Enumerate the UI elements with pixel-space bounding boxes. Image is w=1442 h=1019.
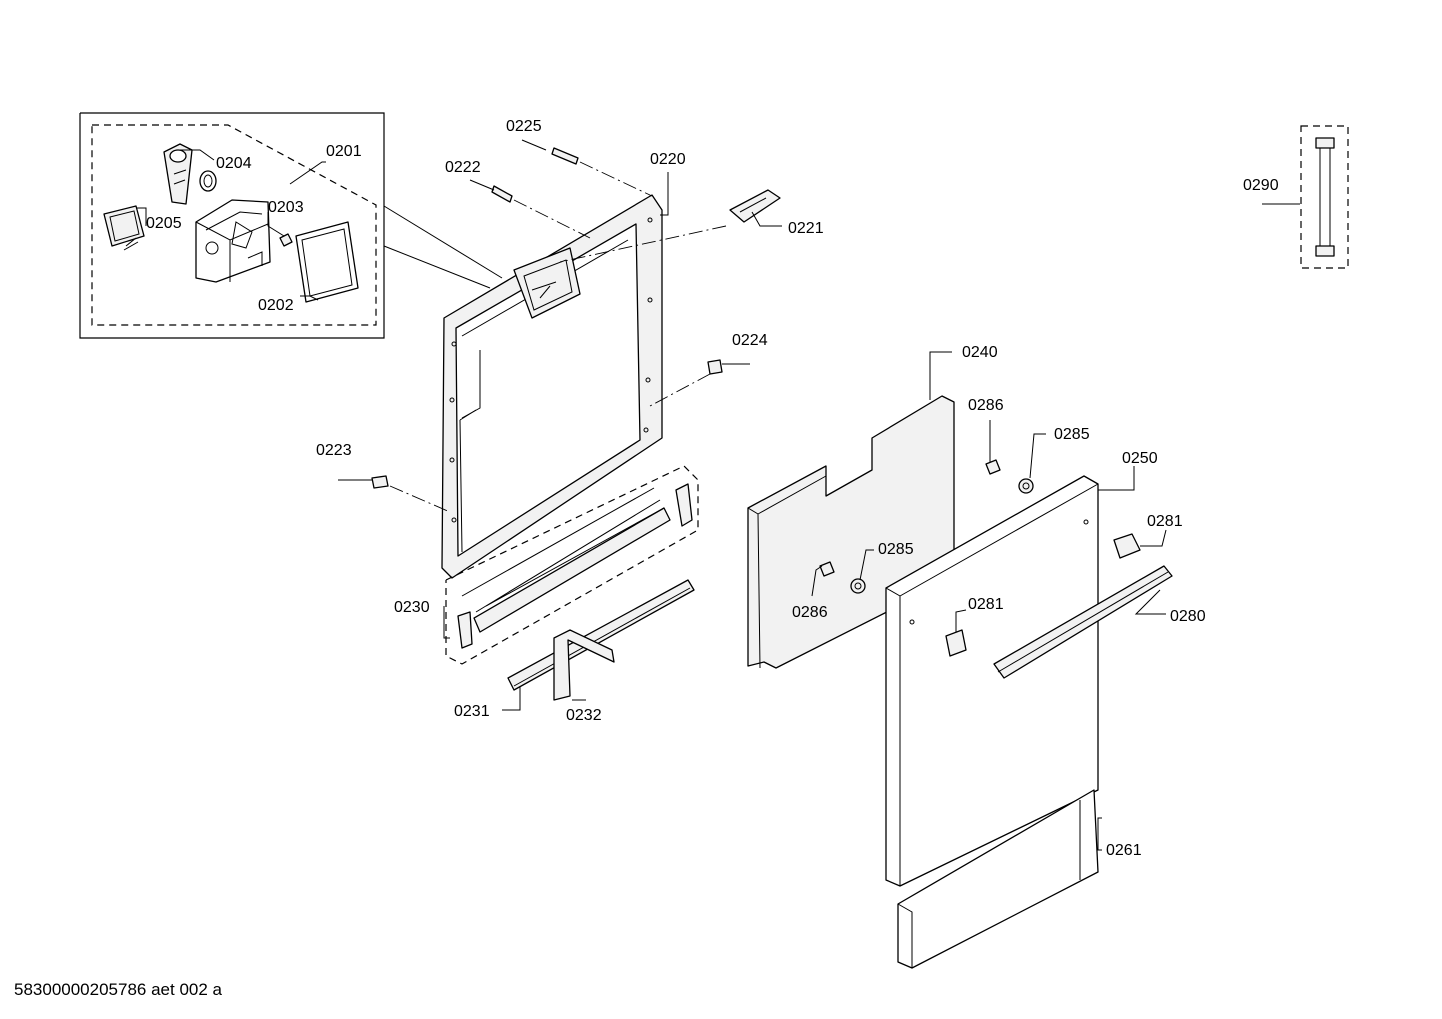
callout-0202: 0202 [258,297,294,314]
clip-part-0285b[interactable] [1018,478,1034,494]
callout-0281-upper: 0281 [1147,513,1183,530]
seal-part-0202[interactable] [295,221,359,303]
callout-0222: 0222 [445,159,481,176]
screw-part-0223[interactable] [371,475,451,513]
callout-0224: 0224 [732,332,768,349]
callout-0250: 0250 [1122,450,1158,467]
handle-part-0280[interactable] [993,565,1173,679]
latch-part-0221[interactable] [559,189,781,263]
outer-door-panel-part-0250[interactable] [885,475,1099,887]
screw-part-0222[interactable] [491,185,591,239]
callout-0223: 0223 [316,442,352,459]
callout-0204: 0204 [216,155,252,172]
handle-bracket-part-0281b[interactable] [945,629,967,657]
callout-0290: 0290 [1243,177,1279,194]
hinge-part-0232[interactable] [553,629,615,701]
callout-0203: 0203 [268,199,304,216]
bottom-assembly-part-0230[interactable] [445,465,699,665]
screw-part-0286b[interactable] [985,459,1001,475]
dispenser-housing[interactable] [195,199,271,283]
callout-0220: 0220 [650,151,686,168]
callout-0240: 0240 [962,344,998,361]
detail-inset-frame [79,112,503,339]
inner-door-part-0220[interactable] [441,194,663,579]
callout-0285-lower: 0285 [878,541,914,558]
dispenser-lid-part-0205[interactable] [103,205,145,251]
callout-0230: 0230 [394,599,430,616]
callout-0225: 0225 [506,118,542,135]
callout-0285-upper: 0285 [1054,426,1090,443]
screw-part-0225[interactable] [551,147,653,197]
callout-0281-lower: 0281 [968,596,1004,613]
kick-plate-part-0261[interactable] [897,789,1099,969]
screw-part-0286a[interactable] [819,561,835,577]
screw-part-0224[interactable] [649,359,723,407]
hose-set-part-0290[interactable] [1300,125,1349,269]
callout-0201: 0201 [326,143,362,160]
callout-0280: 0280 [1170,608,1206,625]
callout-0286-upper: 0286 [968,397,1004,414]
callout-0232: 0232 [566,707,602,724]
knob-part-0203[interactable] [279,233,293,247]
callout-0231: 0231 [454,703,490,720]
flap-part-0204[interactable] [163,143,217,205]
callout-0286-lower: 0286 [792,604,828,621]
drawing-id: 58300000205786 aet 002 a [14,980,222,999]
clip-part-0285a[interactable] [850,578,866,594]
leader-lines [136,139,1300,851]
callout-0261: 0261 [1106,842,1142,859]
handle-bracket-part-0281a[interactable] [1113,533,1141,559]
callout-0205: 0205 [146,215,182,232]
callout-0221: 0221 [788,220,824,237]
callout-labels: 0201 0204 0203 0205 0202 0225 0222 0220 … [146,118,1279,859]
